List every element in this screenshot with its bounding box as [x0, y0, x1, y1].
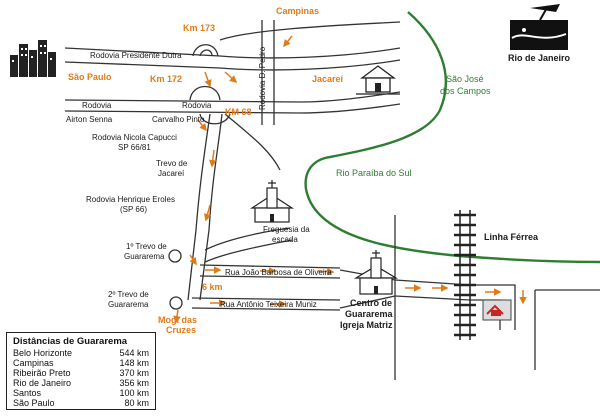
distance-city: São Paulo: [13, 398, 55, 408]
distance-city: Belo Horizonte: [13, 348, 73, 358]
distance-row: Belo Horizonte 544 km: [13, 348, 149, 358]
distance-km: 370 km: [119, 368, 149, 378]
label-trevo-jacarei-1: Trevo de: [156, 159, 188, 168]
label-trevo1-2: Guararema: [124, 252, 165, 261]
label-linha-ferrea: Linha Férrea: [484, 232, 539, 242]
label-eroles-1: Rodovia Henrique Eroles: [86, 195, 175, 204]
label-eroles-2: (SP 66): [120, 205, 147, 214]
label-mogi-2: Cruzes: [166, 325, 196, 335]
label-rua-antonio: Rua Antônio Teixeira Muniz: [220, 300, 317, 309]
label-nicola-1: Rodovia Nicola Capucci: [92, 133, 177, 142]
label-rodovia-pres-dutra: Rodovia Presidente Dutra: [90, 51, 182, 60]
label-mogi-1: Mogi das: [158, 315, 197, 325]
label-km173: Km 173: [183, 23, 215, 33]
trevo-2-circle: [169, 296, 183, 310]
distance-km: 100 km: [119, 388, 149, 398]
centro-church-icon: [353, 250, 399, 295]
label-freguesia-1: Freguesia da: [263, 225, 310, 234]
label-rio-de-janeiro: Rio de Janeiro: [508, 53, 571, 63]
freguesia-church-icon: [249, 180, 295, 223]
label-rua-joao: Rua João Barbosa de Oliveira: [225, 268, 332, 277]
label-centro-2: Guararema: [345, 309, 394, 319]
trevo-1-circle: [168, 249, 182, 263]
label-sao-jose-1: São José: [446, 74, 484, 84]
label-km6: 6 km: [202, 282, 223, 292]
railway: [454, 210, 476, 340]
label-airton-senna: Airton Senna: [66, 115, 113, 124]
distance-city: Rio de Janeiro: [13, 378, 72, 388]
sao-paulo-skyline-icon: [10, 40, 56, 77]
label-freguesia-2: escada: [272, 235, 298, 244]
label-nicola-2: SP 66/81: [118, 143, 151, 152]
rio-de-janeiro-icon: [510, 4, 568, 50]
distance-row: Rio de Janeiro 356 km: [13, 378, 149, 388]
label-trevo2-1: 2º Trevo de: [108, 290, 149, 299]
route-arrows: [173, 35, 527, 324]
label-jacarei: Jacareí: [312, 74, 344, 84]
label-rodovia-left: Rodovia: [82, 101, 112, 110]
label-rodovia-d-pedro: Rodovia D. Pedro: [258, 46, 267, 110]
label-rio-paraiba: Rio Paraíba do Sul: [336, 168, 412, 178]
distance-row: Campinas 148 km: [13, 358, 149, 368]
distance-km: 356 km: [119, 378, 149, 388]
label-centro-1: Centro de: [350, 298, 392, 308]
distance-km: 148 km: [119, 358, 149, 368]
distance-km: 80 km: [124, 398, 149, 408]
label-sao-jose-2: dos Campos: [440, 86, 491, 96]
distance-row: Santos 100 km: [13, 388, 149, 398]
destination-marker-icon: [482, 299, 512, 321]
distances-title: Distâncias de Guararema: [13, 336, 128, 347]
distance-city: Santos: [13, 388, 42, 398]
distance-city: Campinas: [13, 358, 54, 368]
distances-legend: Distâncias de Guararema Belo Horizonte 54…: [6, 332, 156, 410]
label-rodovia-mid: Rodovia: [182, 101, 212, 110]
distance-city: Ribeirão Preto: [13, 368, 71, 378]
label-trevo2-2: Guararema: [108, 300, 149, 309]
label-centro-3: Igreja Matriz: [340, 320, 393, 330]
label-km172: Km 172: [150, 74, 182, 84]
distance-km: 544 km: [119, 348, 149, 358]
jacarei-house-icon: [356, 65, 400, 95]
label-km68: KM 68: [225, 107, 252, 117]
label-carvalho-pinto: Carvalho Pinto: [152, 115, 205, 124]
distance-row: São Paulo 80 km: [13, 398, 149, 408]
label-sao-paulo: São Paulo: [68, 72, 112, 82]
label-trevo1-1: 1º Trevo de: [126, 242, 167, 251]
label-trevo-jacarei-2: Jacareí: [158, 169, 185, 178]
paraiba-river: [304, 11, 600, 264]
label-campinas: Campinas: [276, 6, 319, 16]
distance-row: Ribeirão Preto 370 km: [13, 368, 149, 378]
